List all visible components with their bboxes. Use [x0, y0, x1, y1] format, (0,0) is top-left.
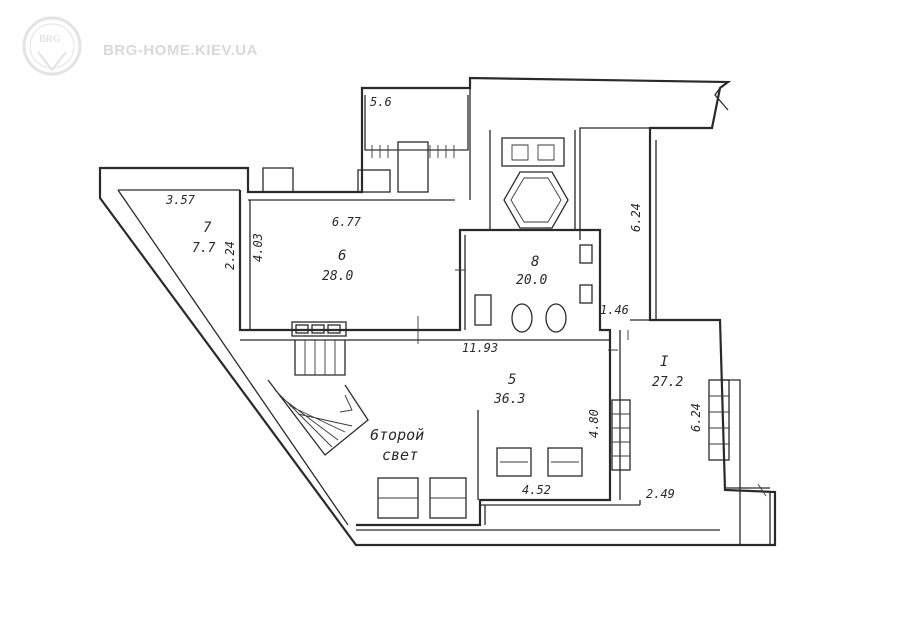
- staircase: [267, 340, 369, 456]
- room8-area: 20.0: [516, 273, 547, 288]
- dim-room6-height: 4.03: [251, 233, 265, 262]
- room-corridor-number: I: [660, 354, 669, 370]
- watermark-site-text: BRG-HOME.KIEV.UA: [103, 42, 258, 59]
- second-light-line2: свет: [382, 446, 418, 464]
- dim-room7-height: 2.24: [223, 241, 237, 270]
- dim-corridor-bottom: 2.49: [646, 487, 675, 501]
- sink-icon: [474, 294, 492, 326]
- toilet-icon: [511, 303, 533, 333]
- logo-badge-text: BRG: [39, 34, 61, 45]
- outer-walls: [98, 76, 777, 547]
- dimension-labels: 5.6 3.57 2.24 6.77 4.03 6.24 1.46 11.93 …: [165, 95, 703, 501]
- tick-marks: [417, 269, 767, 497]
- room7-number: 7: [203, 220, 212, 236]
- dim-room5-height: 4.80: [587, 409, 601, 438]
- watermark: BRG BRG-HOME.KIEV.UA: [22, 16, 258, 76]
- interior-walls: [238, 130, 720, 531]
- dim-long-width: 11.93: [462, 341, 498, 355]
- dim-room6-width: 6.77: [332, 215, 362, 229]
- room6-number: 6: [338, 248, 346, 264]
- hexagon-shower: [503, 171, 569, 229]
- dim-small-gap: 1.46: [600, 303, 629, 317]
- room7-area: 7.7: [192, 241, 216, 256]
- dim-right-corridor-bottom: 6.24: [689, 403, 703, 432]
- room-corridor-area: 27.2: [652, 375, 683, 390]
- room-labels: 7 7.7 6 28.0 8 20.0 5 36.3 I 27.2 6торой…: [192, 220, 683, 464]
- dim-right-corridor-top: 6.24: [629, 203, 643, 232]
- room6-area: 28.0: [322, 269, 353, 284]
- window-openings: [262, 141, 460, 337]
- dim-top-stub: 5.6: [370, 95, 392, 109]
- room5-number: 5: [508, 372, 516, 388]
- dim-room5-bottom: 4.52: [522, 483, 551, 497]
- dim-room7-width: 3.57: [165, 193, 196, 207]
- second-light-line1: 6торой: [370, 426, 424, 444]
- room5-furniture: [377, 399, 631, 519]
- room5-area: 36.3: [493, 392, 525, 407]
- room8-number: 8: [531, 254, 539, 270]
- room8-fixtures: [474, 137, 593, 333]
- brg-logo-icon: BRG: [22, 16, 82, 76]
- corridor-fixtures: [708, 379, 730, 461]
- bidet-icon: [545, 303, 567, 333]
